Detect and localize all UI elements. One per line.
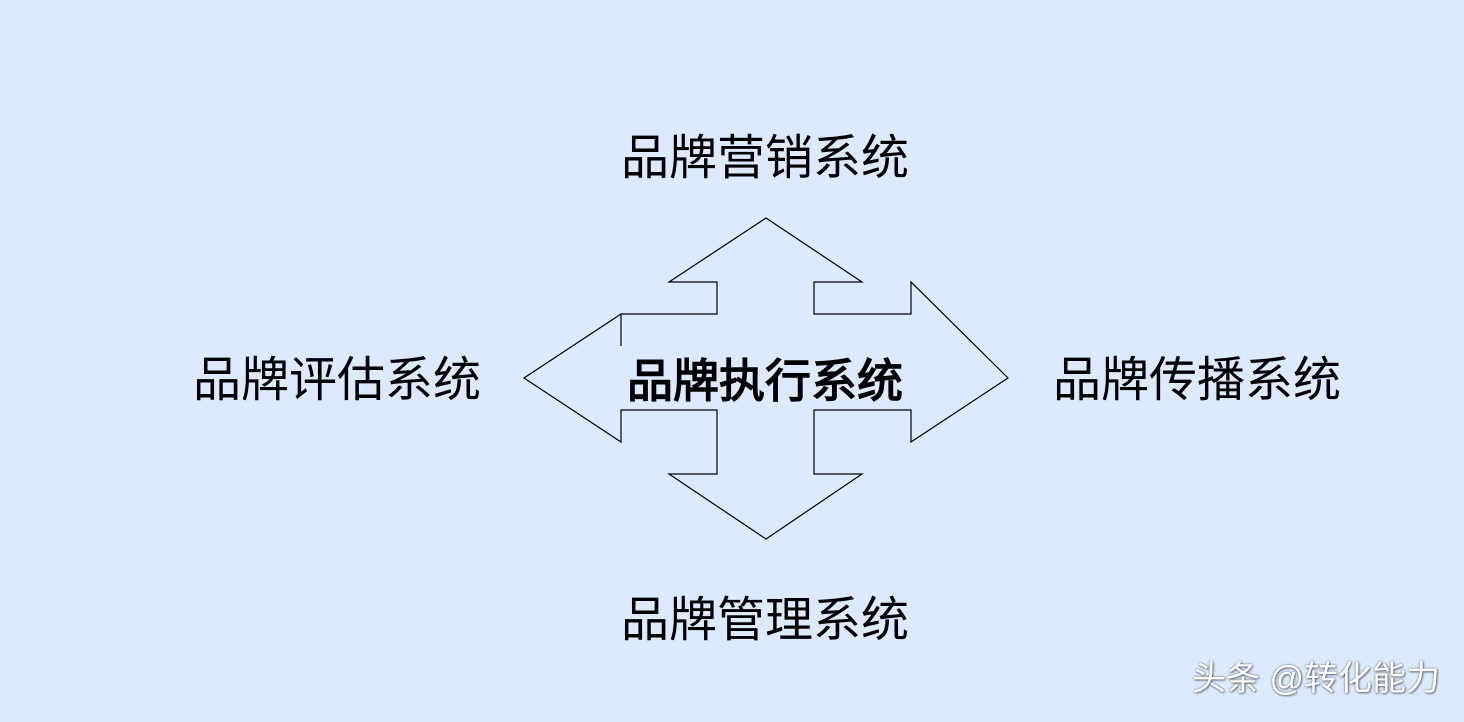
label-execution-system: 品牌执行系统 (627, 354, 903, 408)
label-communication-system: 品牌传播系统 (1052, 352, 1342, 408)
four-way-arrow-shape (522, 217, 1009, 540)
label-marketing-system: 品牌营销系统 (620, 130, 910, 186)
label-evaluation-system: 品牌评估系统 (192, 352, 482, 408)
watermark: 头条 @转化能力 (1192, 660, 1440, 698)
label-management-system: 品牌管理系统 (620, 592, 910, 648)
